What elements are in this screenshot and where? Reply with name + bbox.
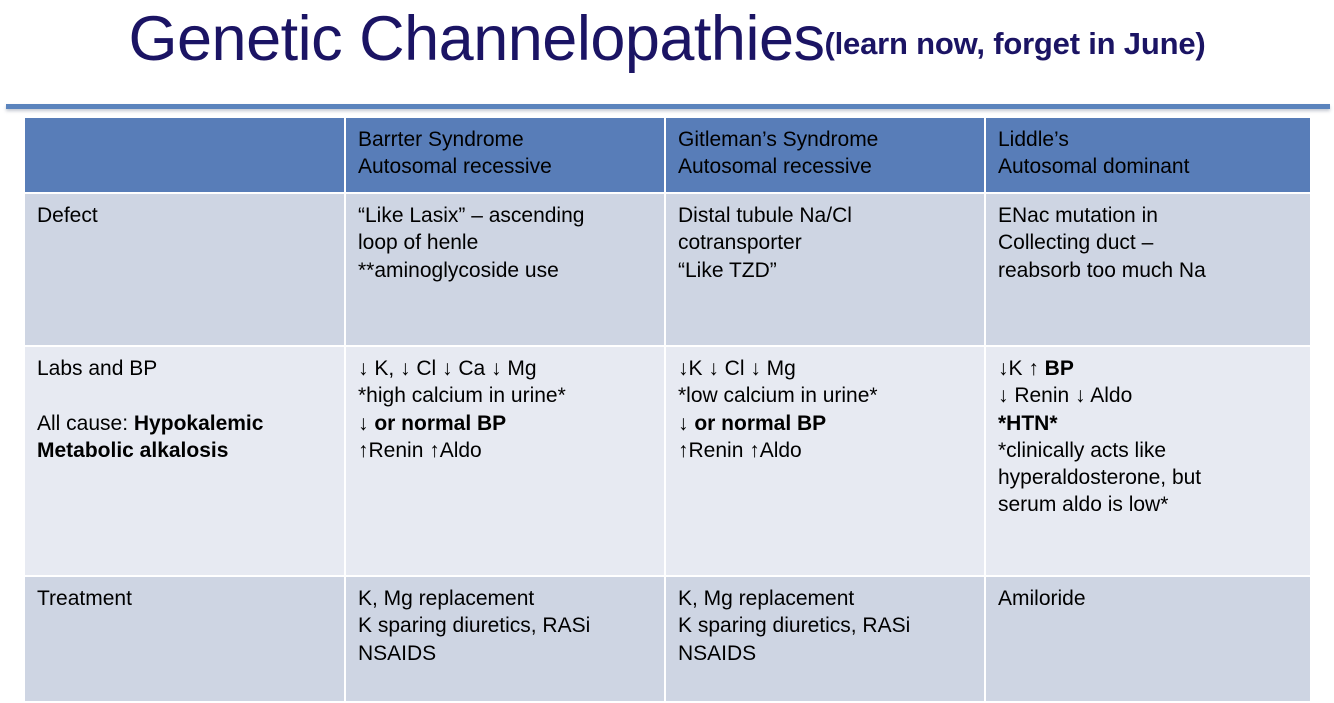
- page-title-subtitle: (learn now, forget in June): [824, 26, 1206, 61]
- cell-defect-liddle: ENac mutation in Collecting duct – reabs…: [985, 193, 1310, 347]
- labs-liddle-line-1a: ↓K: [998, 357, 1029, 380]
- table-row-treatment: Treatment K, Mg replacement K sparing di…: [25, 576, 1310, 703]
- labs-bartter-line-3: ↓ or normal BP: [358, 411, 507, 435]
- cell-defect-bartter: “Like Lasix” – ascending loop of henle *…: [345, 193, 666, 347]
- row-label-allcause-bold: Hypokalemic Metabolic alkalosis: [37, 411, 264, 462]
- cell-treatment-gitelman: K, Mg replacement K sparing diuretics, R…: [665, 576, 986, 703]
- labs-bartter-line-4: ↑Renin ↑Aldo: [358, 438, 482, 462]
- header-liddle-line1: Liddle’s: [998, 128, 1069, 151]
- labs-liddle-line-3: *HTN*: [998, 411, 1058, 435]
- channelopathies-comparison-table: Barrter Syndrome Autosomal recessive Git…: [25, 118, 1310, 703]
- labs-liddle-line-2: ↓ Renin ↓ Aldo: [998, 384, 1133, 408]
- row-label-labs-title: Labs and BP: [37, 357, 158, 380]
- labs-liddle-line-5: hyperaldosterone, but: [998, 466, 1202, 490]
- table-header: Barrter Syndrome Autosomal recessive Git…: [25, 118, 1310, 194]
- header-bartter-line1: Barrter Syndrome: [358, 128, 524, 151]
- cell-defect-gitelman: Distal tubule Na/Cl cotransporter “Like …: [665, 193, 986, 347]
- row-label-labs-and-bp: Labs and BP All cause: Hypokalemic Metab…: [25, 346, 346, 577]
- labs-gitelman-line-4: ↑Renin ↑Aldo: [678, 438, 802, 462]
- labs-liddle-line-6: serum aldo is low*: [998, 493, 1169, 517]
- cell-labs-bartter: ↓ K, ↓ Cl ↓ Ca ↓ Mg *high calcium in uri…: [345, 346, 666, 577]
- row-label-treatment: Treatment: [25, 576, 346, 703]
- table-header-row: Barrter Syndrome Autosomal recessive Git…: [25, 118, 1310, 194]
- cell-labs-gitelman: ↓K ↓ Cl ↓ Mg *low calcium in urine* ↓ or…: [665, 346, 986, 577]
- page-title-main: Genetic Channelopathies: [128, 4, 826, 74]
- cell-labs-liddle: ↓K ↑ BP ↓ Renin ↓ Aldo *HTN* *clinically…: [985, 346, 1310, 577]
- table-row-labs-and-bp: Labs and BP All cause: Hypokalemic Metab…: [25, 346, 1310, 577]
- row-label-allcause-prefix: All cause:: [37, 411, 134, 435]
- labs-liddle-line-1b: ↑ BP: [1028, 357, 1074, 380]
- table-header-bartter: Barrter Syndrome Autosomal recessive: [345, 118, 666, 194]
- header-gitelman-line2: Autosomal recessive: [678, 155, 872, 179]
- table-row-defect: Defect “Like Lasix” – ascending loop of …: [25, 193, 1310, 347]
- labs-gitelman-line-3: ↓ or normal BP: [678, 411, 827, 435]
- page-title: Genetic Channelopathies(learn now, forge…: [0, 8, 1334, 71]
- labs-liddle-line-4: *clinically acts like: [998, 438, 1167, 462]
- table-body: Defect “Like Lasix” – ascending loop of …: [25, 193, 1310, 703]
- title-divider-rule: [6, 104, 1330, 109]
- labs-gitelman-line-1: ↓K ↓ Cl ↓ Mg: [678, 357, 796, 380]
- comparison-table-container: Barrter Syndrome Autosomal recessive Git…: [25, 118, 1310, 703]
- header-gitelman-line1: Gitleman’s Syndrome: [678, 128, 879, 151]
- cell-treatment-bartter: K, Mg replacement K sparing diuretics, R…: [345, 576, 666, 703]
- table-header-gitelman: Gitleman’s Syndrome Autosomal recessive: [665, 118, 986, 194]
- labs-bartter-line-2: *high calcium in urine*: [358, 384, 566, 408]
- header-bartter-line2: Autosomal recessive: [358, 155, 552, 179]
- labs-bartter-line-1: ↓ K, ↓ Cl ↓ Ca ↓ Mg: [358, 357, 537, 380]
- table-header-corner-blank: [25, 118, 346, 194]
- table-header-liddle: Liddle’s Autosomal dominant: [985, 118, 1310, 194]
- header-liddle-line2: Autosomal dominant: [998, 155, 1190, 179]
- labs-gitelman-line-2: *low calcium in urine*: [678, 384, 878, 408]
- row-label-defect: Defect: [25, 193, 346, 347]
- cell-treatment-liddle: Amiloride: [985, 576, 1310, 703]
